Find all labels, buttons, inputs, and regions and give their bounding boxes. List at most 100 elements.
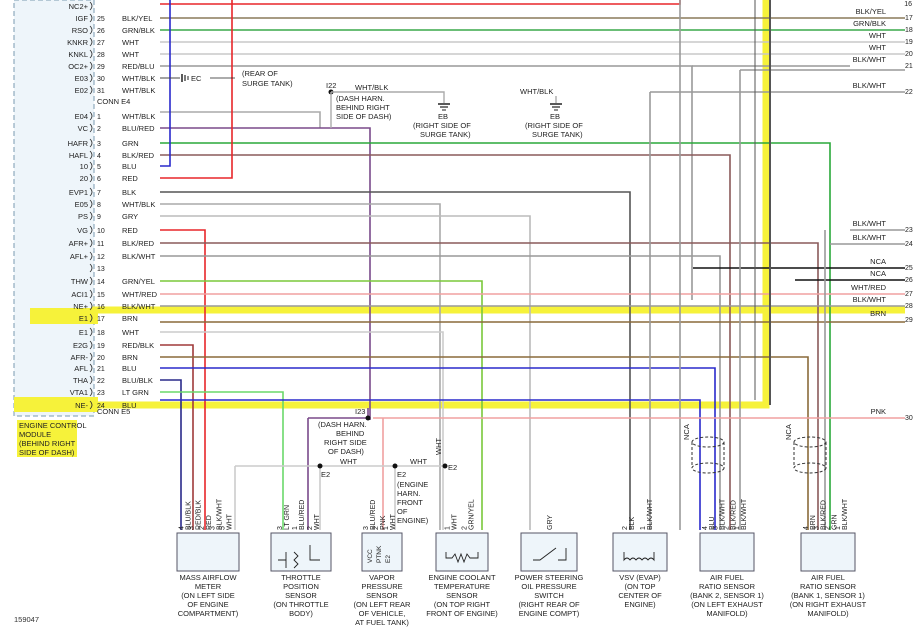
ground-eb-2-label: EB	[550, 112, 560, 121]
right-wire-color: BLK/WHT	[853, 233, 887, 242]
vsv-label: VSV (EVAP)	[619, 573, 661, 582]
splice-e2-c-note-2: HARN.	[397, 489, 420, 498]
ecm-pin-bracket	[89, 313, 93, 323]
maf-label: METER	[195, 582, 222, 591]
ecm-pin-bracket	[89, 173, 93, 183]
right-connector-number: 17	[905, 15, 913, 22]
splice-i23: I23 (DASH HARN. BEHIND RIGHT SIDE OF DAS…	[318, 407, 371, 456]
maf-component-box	[176, 532, 240, 572]
ps-label: (RIGHT REAR OF	[518, 600, 580, 609]
ecm-pin-number: 23	[97, 390, 105, 397]
maf-pin-number: 4	[178, 526, 185, 530]
af2-pin-number: 3	[713, 526, 720, 530]
tps-pin-number: 2	[307, 526, 314, 530]
af2-pin-label: BLK/RED	[730, 500, 737, 530]
ect-label: TEMPERATURE	[434, 582, 490, 591]
vapor-component-box	[361, 532, 403, 572]
ecm-pin-wire-color: BLU	[122, 364, 137, 373]
vapor-label: SENSOR	[366, 591, 398, 600]
nca-right-label: NCA	[784, 424, 793, 440]
vapor-pin-number: 3	[363, 526, 370, 530]
tps-potentiometer-symbol	[278, 545, 320, 569]
ecm-pin-number: 25	[97, 16, 105, 23]
right-connector-number: 25	[905, 265, 913, 272]
af1-label: (ON RIGHT EXHAUST	[790, 600, 867, 609]
ecm-pin-name: PS	[78, 212, 88, 221]
ect-label: SENSOR	[446, 591, 478, 600]
ecm-pin-name: E05	[75, 200, 88, 209]
ecm-pin-name: HAFL	[69, 151, 88, 160]
ground-eb-2-note-1: (RIGHT SIDE OF	[525, 121, 583, 130]
ecm-pin-number: 3	[97, 141, 101, 148]
ecm-pin-name: IGF	[76, 14, 89, 23]
ecm-pin-wire-color: BRN	[122, 314, 138, 323]
af1-component-box	[800, 532, 856, 572]
ecm-pin-wire-color: BLU	[122, 162, 137, 171]
right-connector-number: 20	[905, 51, 913, 58]
ecm-pin-name: AFL	[74, 364, 88, 373]
ecm-pin-wire-color: BLU/RED	[122, 124, 155, 133]
ps-label: OIL PRESSURE	[521, 582, 576, 591]
right-connector-number: 23	[905, 227, 913, 234]
splice-i22: I22 WHT/BLK (DASH HARN. BEHIND RIGHT SID…	[326, 81, 445, 128]
right-connector-number: 29	[905, 317, 913, 324]
ecm-pin-number: 20	[97, 355, 105, 362]
ecm-pin-number: 14	[97, 279, 105, 286]
ecm-pin-name: THA	[73, 376, 88, 385]
splice-e2: E2 WHT E2 WHT E2 (ENGINE HARN. FRONT OF …	[317, 438, 457, 525]
ecm-pin-wire-color: BLK/RED	[122, 151, 155, 160]
vapor-inner-label: VCC	[367, 549, 374, 563]
maf-pin-label: WHT	[227, 513, 234, 530]
right-wire-color: GRN/BLK	[853, 19, 886, 28]
splice-e2-b: E2	[397, 470, 406, 479]
ecm-pin-bracket	[89, 225, 93, 235]
ect-label: FRONT OF ENGINE)	[426, 609, 498, 618]
ne-highlight	[14, 397, 98, 412]
ecm-pin-name: HAFR	[68, 139, 89, 148]
vapor-pin-label: BLU/RED	[370, 500, 377, 530]
ecm-pin-number: 31	[97, 88, 105, 95]
maf-pin-label: BLU/BLK	[185, 501, 192, 530]
af1-pin-label: BLK/RED	[821, 500, 828, 530]
ps-label: POWER STEERING	[515, 573, 584, 582]
ground-eb-1-label: EB	[438, 112, 448, 121]
ps-component-box	[520, 532, 578, 572]
af1-pin-label: BRN	[810, 515, 817, 530]
nca-left-label: NCA	[682, 424, 691, 440]
ps-switch-symbol	[533, 547, 567, 561]
right-connector-number: 28	[905, 303, 913, 310]
ecm-pin-name: E1	[79, 328, 88, 337]
vapor-label: AT FUEL TANK)	[355, 618, 409, 627]
ecm-pin-bracket	[89, 289, 93, 299]
af2-component-box	[699, 532, 755, 572]
right-connector-number: 21	[905, 63, 913, 70]
af2-pin-label: BLK/WHT	[720, 498, 727, 530]
ecm-pin-bracket	[89, 73, 93, 83]
ecm-pin-wire-color: GRN/YEL	[122, 277, 155, 286]
ecm-pin-bracket	[89, 375, 93, 385]
ecm-pin-number: 24	[97, 403, 105, 410]
ecm-pin-name: OC2+	[68, 62, 88, 71]
ecm-pin-wire-color: GRN	[122, 139, 139, 148]
af1-label: MANIFOLD)	[807, 609, 849, 618]
tps-pin-label: WHT	[314, 513, 321, 530]
right-connector-number: 19	[905, 39, 913, 46]
vapor-pin-label: WHT	[390, 513, 397, 530]
af1-pin-number: 4	[803, 526, 810, 530]
conn-e4-label: CONN E4	[97, 97, 130, 106]
ecm-pin-name: 10	[80, 162, 88, 171]
ecm-pin-wire-color: GRN/BLK	[122, 26, 155, 35]
figure-id: 159047	[14, 615, 39, 624]
ground-eb-1-note-1: (RIGHT SIDE OF	[413, 121, 471, 130]
vapor-pin-number: 2	[373, 526, 380, 530]
ecm-pin-wire-color: WHT	[122, 328, 139, 337]
ecm-pin-bracket	[89, 340, 93, 350]
vsv-label: (ON TOP	[625, 582, 656, 591]
ecm-pin-bracket	[89, 150, 93, 160]
ground-ec-note-2: SURGE TANK)	[242, 79, 293, 88]
splice-i23-label: I23	[355, 407, 365, 416]
ecm-pin-wire-color: WHT/RED	[122, 290, 158, 299]
vsv-component-box	[612, 532, 668, 572]
